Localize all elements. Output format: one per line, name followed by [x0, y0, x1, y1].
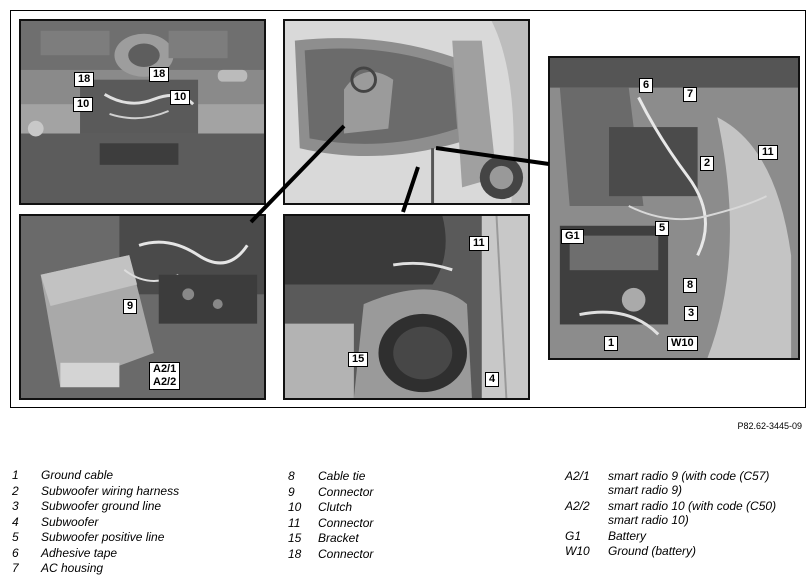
- reference-code: P82.62-3445-09: [737, 421, 802, 431]
- callout-1: 1: [604, 336, 619, 351]
- photo-dashboard-image: [21, 21, 264, 203]
- callout-2: 2: [700, 156, 715, 171]
- callout-9: 9: [123, 299, 138, 314]
- callout-11-center: 11: [469, 236, 489, 251]
- photo-car-image: [285, 21, 528, 203]
- callout-8: 8: [683, 278, 698, 293]
- photo-radio-image: [21, 216, 264, 398]
- callout-6: 6: [639, 78, 654, 93]
- photo-radio-unit: 9 A2/1 A2/2: [19, 214, 266, 400]
- callout-15: 15: [348, 352, 369, 367]
- callout-11-right: 11: [758, 145, 778, 160]
- callout-10-left: 10: [73, 97, 94, 112]
- callout-18-left: 18: [74, 72, 95, 87]
- photo-dashboard-connectors: 18 18 10 10: [19, 19, 266, 205]
- callout-7: 7: [683, 87, 698, 102]
- callout-5: 5: [655, 221, 670, 236]
- photo-subwoofer: 11 15 4: [283, 214, 530, 400]
- figure-frame: [10, 10, 806, 408]
- callout-4: 4: [485, 372, 500, 387]
- callout-g1: G1: [561, 229, 584, 244]
- callout-3: 3: [684, 306, 699, 321]
- photo-battery-image: [550, 58, 798, 358]
- photo-subwoofer-image: [285, 216, 528, 398]
- photo-battery-area: 6 7 2 11 G1 5 8 3 1 W10: [548, 56, 800, 360]
- callout-10-right: 10: [170, 90, 191, 105]
- callout-w10: W10: [667, 336, 698, 351]
- photo-car-side: [283, 19, 530, 205]
- callout-18-right: 18: [149, 67, 170, 82]
- callout-a2-radio: A2/1 A2/2: [149, 362, 181, 390]
